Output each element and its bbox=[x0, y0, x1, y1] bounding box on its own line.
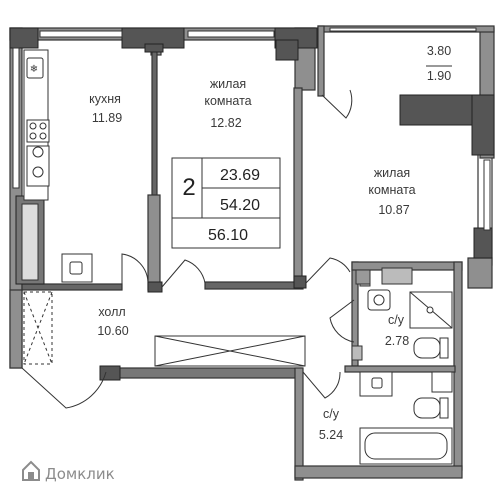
total-area: 56.10 bbox=[208, 227, 248, 244]
living2-name-line2: комната bbox=[368, 183, 415, 197]
bathroom-fixtures bbox=[351, 267, 453, 465]
balcony-area-bottom: 1.90 bbox=[427, 69, 451, 83]
doors bbox=[21, 89, 355, 409]
bath1-area: 2.78 bbox=[385, 334, 409, 348]
summary-box bbox=[171, 157, 281, 249]
usable-area: 54.20 bbox=[220, 197, 260, 214]
hall-name: холл bbox=[98, 305, 125, 319]
bath1-name: с/у bbox=[388, 313, 405, 327]
living2-area: 10.87 bbox=[378, 203, 409, 217]
hall-area: 10.60 bbox=[97, 324, 128, 338]
snowflake-icon: ❄ bbox=[30, 64, 38, 75]
living1-area: 12.82 bbox=[210, 116, 241, 130]
living2-name-line1: жилая bbox=[374, 166, 410, 180]
bath2-name: с/у bbox=[323, 407, 340, 421]
living1-name-line1: жилая bbox=[210, 77, 246, 91]
kitchen-counter bbox=[21, 49, 93, 283]
bath2-area: 5.24 bbox=[319, 428, 343, 442]
hall-features bbox=[23, 291, 306, 367]
watermark: Домклик bbox=[22, 460, 115, 483]
watermark-logo-icon bbox=[22, 460, 40, 481]
rooms-count: 2 bbox=[182, 174, 195, 201]
watermark-text: Домклик bbox=[45, 465, 115, 483]
kitchen-name: кухня bbox=[89, 92, 121, 106]
kitchen-area: 11.89 bbox=[92, 111, 122, 125]
windows bbox=[12, 27, 491, 231]
living1-name-line2: комната bbox=[204, 94, 251, 108]
balcony-area-top: 3.80 bbox=[427, 44, 451, 58]
living-area: 23.69 bbox=[220, 167, 260, 184]
